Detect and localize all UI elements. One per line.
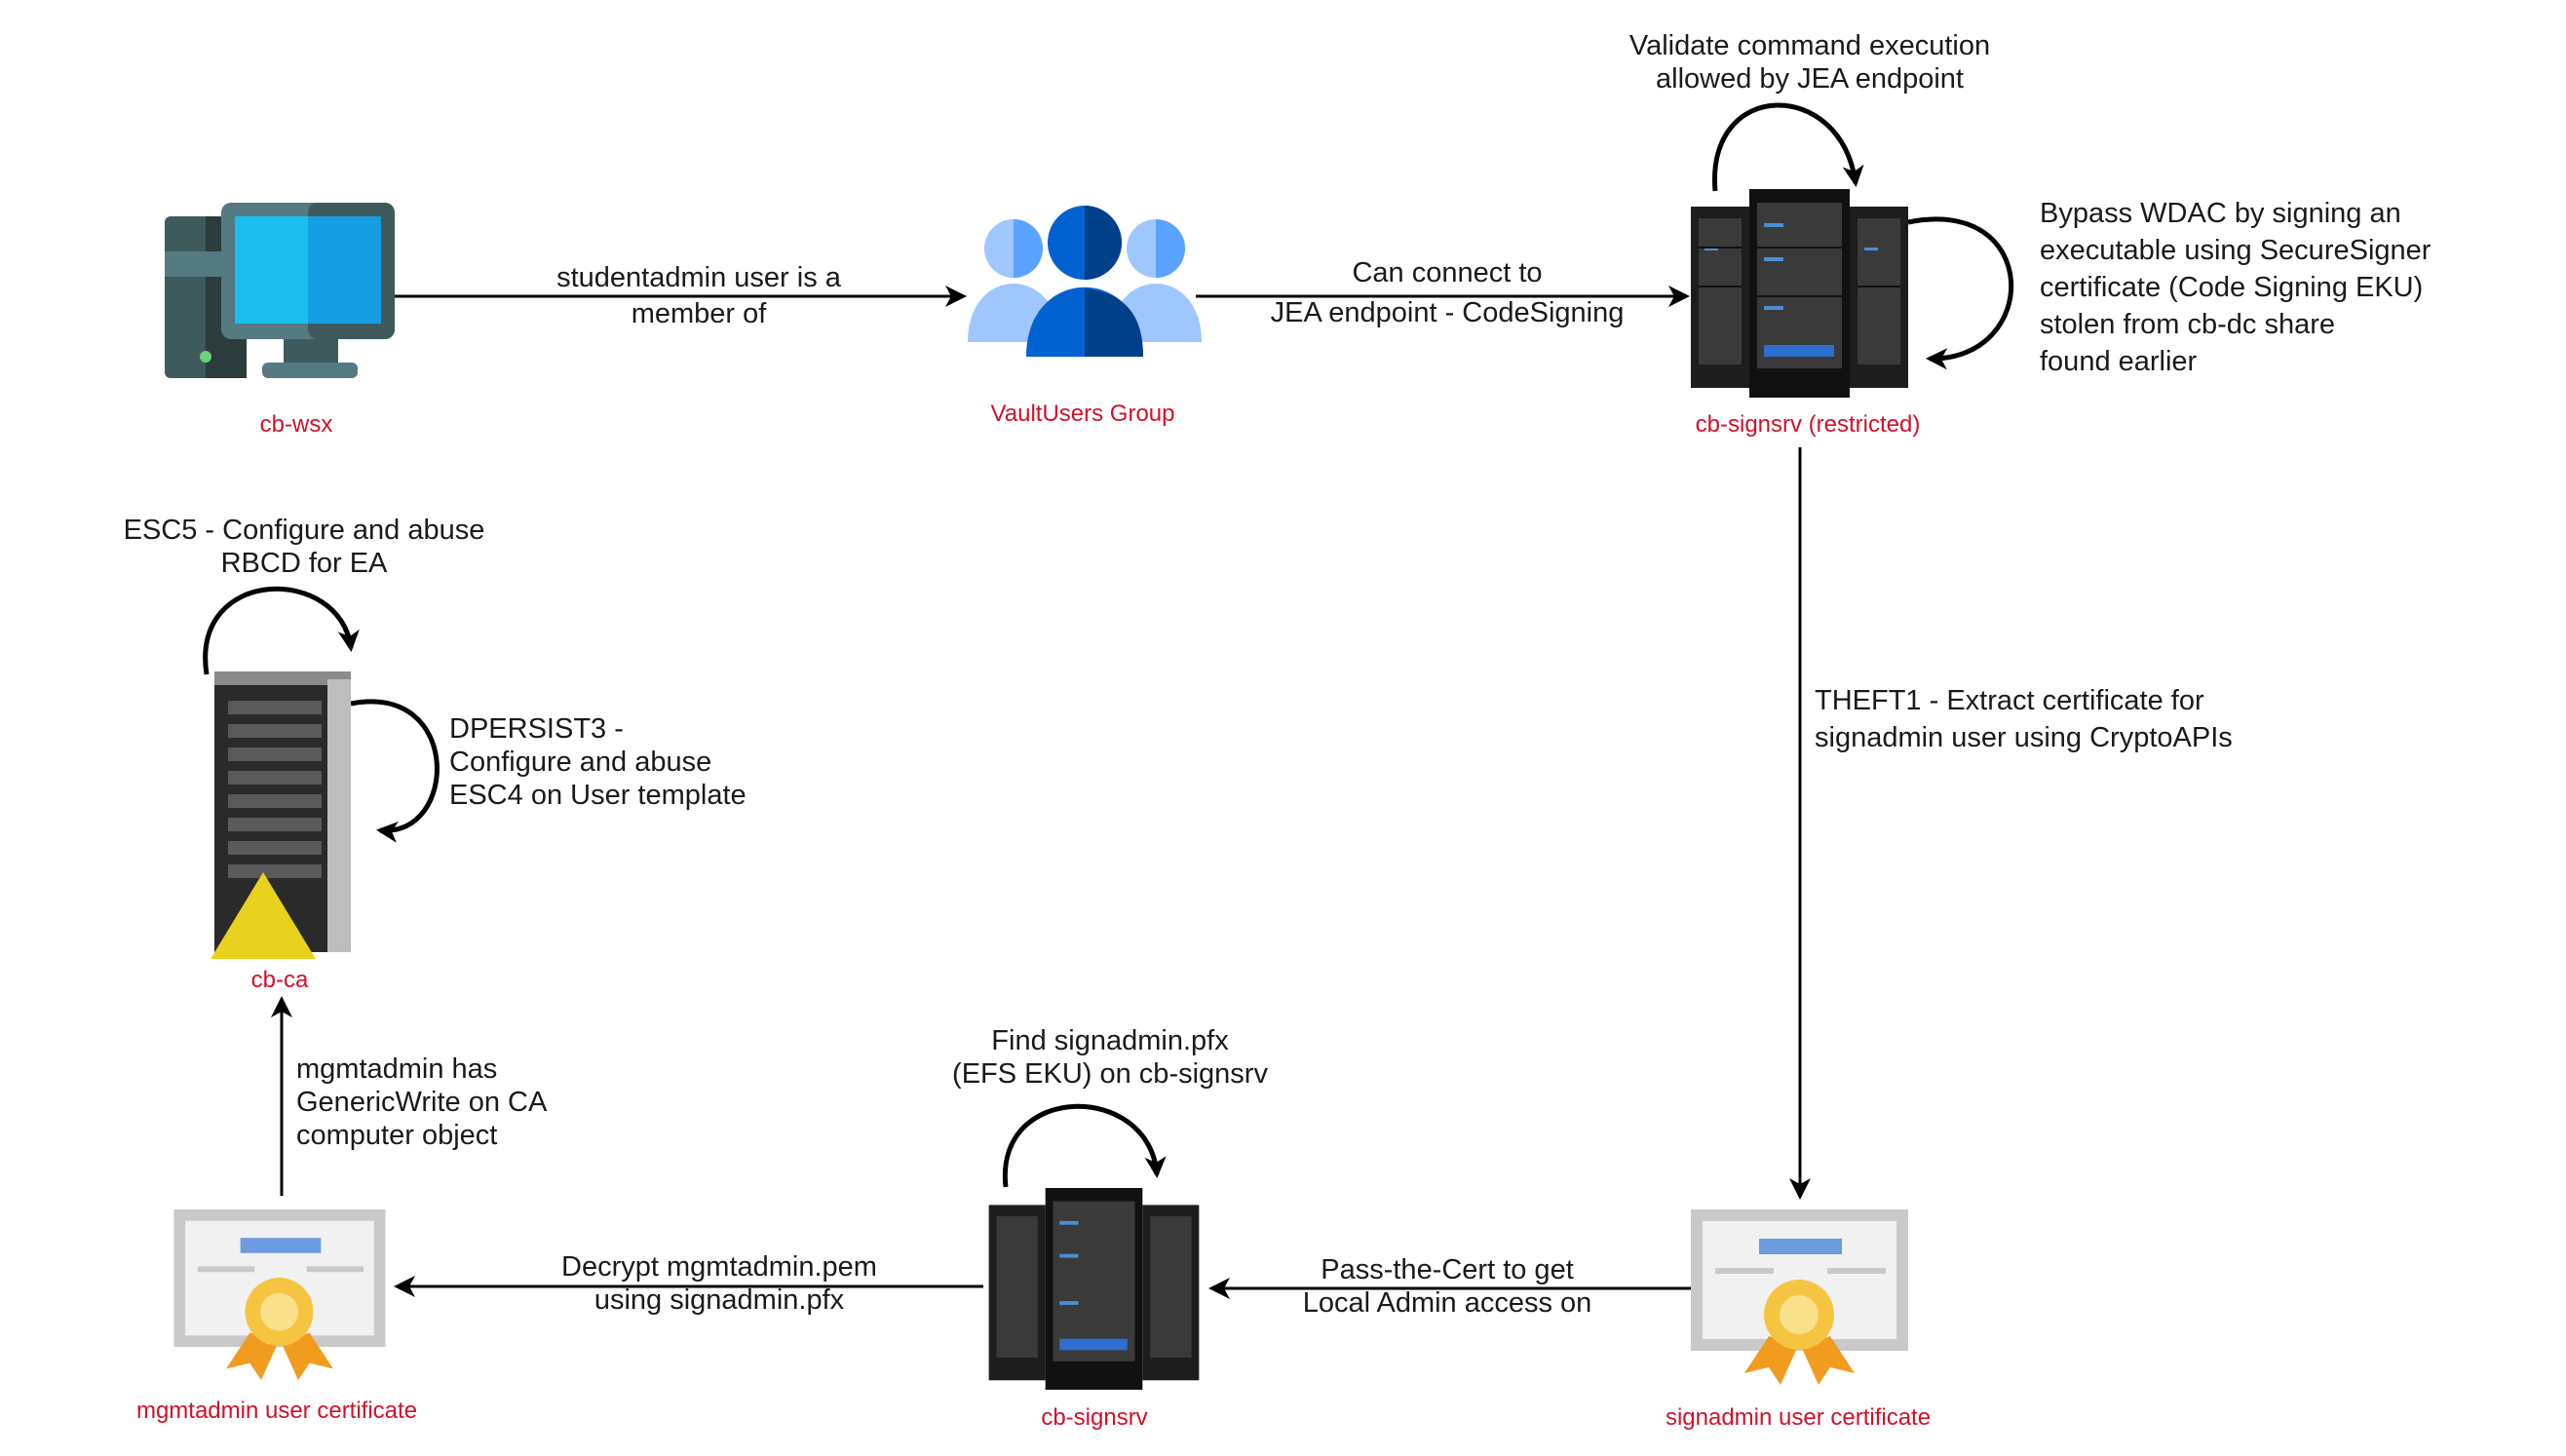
edge-label-signsrv-self-right: Bypass WDAC by signing an executable usi… <box>2040 195 2431 380</box>
edge-label-signsrv-self: Find signadmin.pfx (EFS EKU) on cb-signs… <box>952 1024 1268 1091</box>
edge-label-signsrv-mgmtcert: Decrypt mgmtadmin.pem using signadmin.pf… <box>561 1250 877 1317</box>
edge-label-signsrv-self-top: Validate command execution allowed by JE… <box>1629 29 1990 96</box>
text-line: member of <box>631 298 767 329</box>
node-label-cb-signsrv-restricted: cb-signsrv (restricted) <box>1695 411 1921 438</box>
text-line: executable using SecureSigner <box>2040 235 2432 266</box>
server-rack-icon <box>988 1188 1200 1390</box>
edge-label-ca-self-top: ESC5 - Configure and abuse RBCD for EA <box>124 514 485 580</box>
text-line: Find signadmin.pfx <box>991 1025 1229 1056</box>
text-line: certificate (Code Signing EKU) <box>2040 272 2424 303</box>
loop-arrow-ca-top <box>203 586 360 675</box>
text-line: Decrypt mgmtadmin.pem <box>561 1251 877 1283</box>
text-line: Local Admin access on <box>1302 1287 1592 1319</box>
text-line: JEA endpoint - CodeSigning <box>1270 297 1625 328</box>
text-line: THEFT1 - Extract certificate for <box>1815 685 2204 716</box>
text-line: mgmtadmin has <box>296 1054 498 1085</box>
text-line: Bypass WDAC by signing an <box>2040 198 2401 229</box>
text-line: computer object <box>296 1120 498 1151</box>
text-line: stolen from cb-dc share <box>2040 309 2336 340</box>
edge-label-ca-self-right: DPERSIST3 - Configure and abuse ESC4 on … <box>449 712 747 812</box>
loop-arrow-signsrv-bottom <box>1002 1103 1167 1188</box>
loop-arrow-ca-right <box>350 699 440 843</box>
certificate-icon <box>1691 1209 1908 1385</box>
node-label-signadmin-cert: signadmin user certificate <box>1665 1404 1932 1431</box>
user-group-icon <box>968 206 1202 357</box>
desktop-computer-icon <box>165 203 395 378</box>
loop-arrow-signsrv-right <box>1907 216 2014 370</box>
edge-label-mgmtcert-ca: mgmtadmin has GenericWrite on CA compute… <box>296 1053 547 1152</box>
text-line: signadmin user using CryptoAPIs <box>1815 722 2233 753</box>
text-line: GenericWrite on CA <box>296 1087 548 1118</box>
server-rack-icon <box>1691 189 1908 398</box>
text-line: RBCD for EA <box>220 548 388 579</box>
text-line: Can connect to <box>1352 257 1543 288</box>
node-label-cb-ca: cb-ca <box>250 967 309 993</box>
node-label-vaultusers-group: VaultUsers Group <box>990 401 1175 427</box>
text-line: (EFS EKU) on cb-signsrv <box>952 1058 1268 1090</box>
edge-label-signsrv-cert: THEFT1 - Extract certificate for signadm… <box>1815 682 2233 756</box>
edge-label-group-signsrv: Can connect to JEA endpoint - CodeSignin… <box>1271 253 1625 333</box>
text-line: allowed by JEA endpoint <box>1655 63 1964 95</box>
loop-arrow-signsrv-top <box>1712 102 1864 192</box>
node-label-cb-wsx: cb-wsx <box>259 411 333 438</box>
text-line: using signadmin.pfx <box>594 1284 845 1316</box>
text-line: Configure and abuse <box>449 747 712 778</box>
edge-label-wsx-group: studentadmin user is a member of <box>556 261 841 330</box>
node-label-cb-signsrv: cb-signsrv <box>1041 1404 1148 1431</box>
certificate-icon <box>173 1209 386 1381</box>
text-line: studentadmin user is a <box>556 262 841 293</box>
text-line: ESC4 on User template <box>449 780 747 811</box>
text-line: found earlier <box>2040 346 2198 377</box>
node-label-mgmtadmin-cert: mgmtadmin user certificate <box>135 1398 418 1424</box>
text-line: ESC5 - Configure and abuse <box>123 515 485 546</box>
server-tower-warning-icon <box>211 671 351 959</box>
warning-triangle-icon <box>211 872 316 959</box>
edge-label-cert-signsrv: Pass-the-Cert to get Local Admin access … <box>1303 1253 1592 1320</box>
text-line: Pass-the-Cert to get <box>1321 1254 1574 1285</box>
text-line: Validate command execution <box>1628 30 1991 61</box>
text-line: DPERSIST3 - <box>449 713 624 745</box>
